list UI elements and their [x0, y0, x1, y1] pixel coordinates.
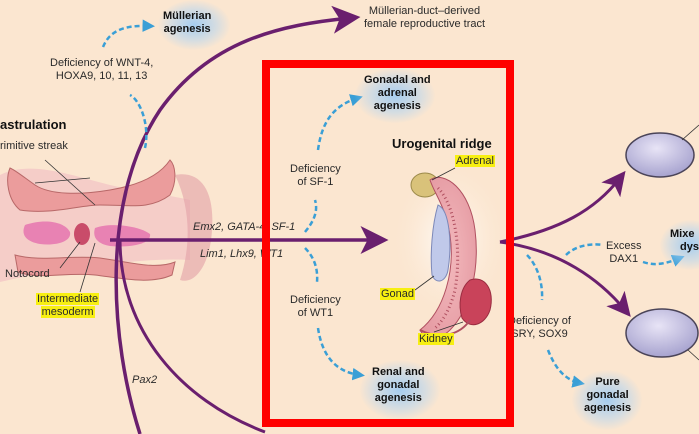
gonadal-adrenal-agenesis-label: Gonadal and adrenal agenesis	[364, 74, 431, 114]
mullerian-agenesis-label: Müllerian agenesis	[163, 10, 211, 36]
pure-line2: gonadal	[586, 389, 629, 402]
renal-gonadal-glow	[360, 360, 440, 420]
gastrulation-title: astrulation	[0, 117, 67, 132]
highlight-annotation-box	[262, 60, 514, 427]
gonadal-adrenal-line1: Gonadal and	[364, 74, 431, 86]
gonad-text: Gonad	[380, 288, 416, 300]
mullerian-agenesis-line2: agenesis	[163, 23, 211, 36]
gonad-label: Gonad	[380, 288, 416, 301]
mixed-line1: Mixe	[670, 228, 695, 240]
pure-gonadal-agenesis-label: Pure gonadal agenesis	[584, 376, 631, 416]
embryo-cross-section	[0, 159, 213, 293]
mullerian-deficiency-label: Deficiency of WNT-4, HOXA9, 10, 11, 13	[50, 57, 153, 83]
sf1-deficiency-line1: Deficiency	[290, 163, 341, 175]
upper-gonad-oval	[625, 132, 695, 178]
mullerian-agenesis-arrow	[101, 19, 155, 48]
pax2-pathway-arrow	[118, 239, 266, 434]
urogenital-ridge-title: Urogenital ridge	[392, 136, 492, 151]
sry-deficiency-line2: SRY, SOX9	[511, 328, 568, 341]
dax1-arrow-left	[565, 243, 604, 256]
wt1-deficiency-arrow-upper	[304, 247, 319, 283]
notocord-label: Notocord	[5, 268, 50, 280]
mullerian-pathway-arrow	[114, 5, 361, 434]
renal-gonadal-line3: agenesis	[374, 392, 422, 405]
lower-gonad-arrow	[499, 240, 631, 317]
intermediate-mesoderm-label: Intermediate mesoderm	[36, 293, 100, 319]
mullerian-deficiency-arrow	[129, 93, 148, 149]
mullerian-tract-label: Müllerian-duct–derived female reproducti…	[364, 5, 485, 31]
kidney-text: Kidney	[418, 333, 454, 345]
mullerian-deficiency-line2: HOXA9, 10, 11, 13	[55, 70, 148, 83]
mullerian-deficiency-line1: Deficiency of WNT-4,	[50, 57, 154, 69]
mixed-line2: dys	[680, 241, 699, 254]
gonadal-adrenal-line3: agenesis	[373, 100, 421, 113]
dax1-label: Excess DAX1	[606, 240, 641, 266]
adrenal-text: Adrenal	[455, 155, 495, 167]
mixed-dysgenesis-label: Mixe dys	[670, 228, 699, 254]
sry-deficiency-label: Deficiency of SRY, SOX9	[508, 315, 571, 341]
notocord-shape	[74, 223, 90, 245]
dax1-line2: DAX1	[609, 253, 639, 266]
urogenital-ridge-illustration	[390, 160, 510, 338]
lower-gonad-oval	[625, 308, 699, 358]
pax2-label: Pax2	[132, 374, 158, 386]
wt1-deficiency-arrow-lower	[316, 327, 365, 381]
primitive-streak-label: rimitive streak	[0, 140, 68, 152]
intermediate-mesoderm-line2: mesoderm	[40, 306, 95, 319]
gonadal-adrenal-line2: adrenal	[377, 87, 417, 100]
kidney-shape	[459, 278, 492, 326]
sf1-deficiency-label: Deficiency of SF-1	[290, 163, 341, 189]
sry-deficiency-arrow-upper	[526, 254, 544, 301]
sry-deficiency-arrow-lower	[546, 349, 585, 388]
sf1-deficiency-line2: of SF-1	[297, 176, 334, 189]
mullerian-tract-line1: Müllerian-duct–derived	[368, 5, 481, 17]
renal-gonadal-line1: Renal and	[372, 366, 425, 378]
gonad-shape	[430, 204, 451, 282]
pure-line3: agenesis	[584, 402, 632, 415]
renal-gonadal-line2: gonadal	[377, 379, 420, 392]
wt1-deficiency-label: Deficiency of WT1	[290, 294, 341, 320]
kidney-label: Kidney	[418, 333, 454, 346]
pure-gonadal-glow	[572, 370, 642, 430]
wt1-deficiency-line1: Deficiency	[290, 294, 341, 306]
mullerian-agenesis-glow	[158, 0, 230, 50]
renal-gonadal-agenesis-label: Renal and gonadal agenesis	[372, 366, 425, 406]
upper-gonad-arrow	[499, 170, 626, 244]
sry-deficiency-line1: Deficiency of	[508, 315, 571, 327]
intermediate-mesoderm-line1: Intermediate	[36, 293, 100, 305]
pure-line1: Pure	[595, 376, 620, 388]
adrenal-label: Adrenal	[455, 155, 495, 168]
dax1-line1: Excess	[606, 240, 642, 252]
wt1-deficiency-line2: of WT1	[297, 307, 334, 320]
mullerian-agenesis-line1: Müllerian	[163, 10, 212, 22]
sf1-deficiency-arrow-lower	[304, 199, 318, 233]
gonadal-adrenal-glow	[355, 68, 435, 123]
mullerian-tract-line2: female reproductive tract	[364, 18, 486, 31]
